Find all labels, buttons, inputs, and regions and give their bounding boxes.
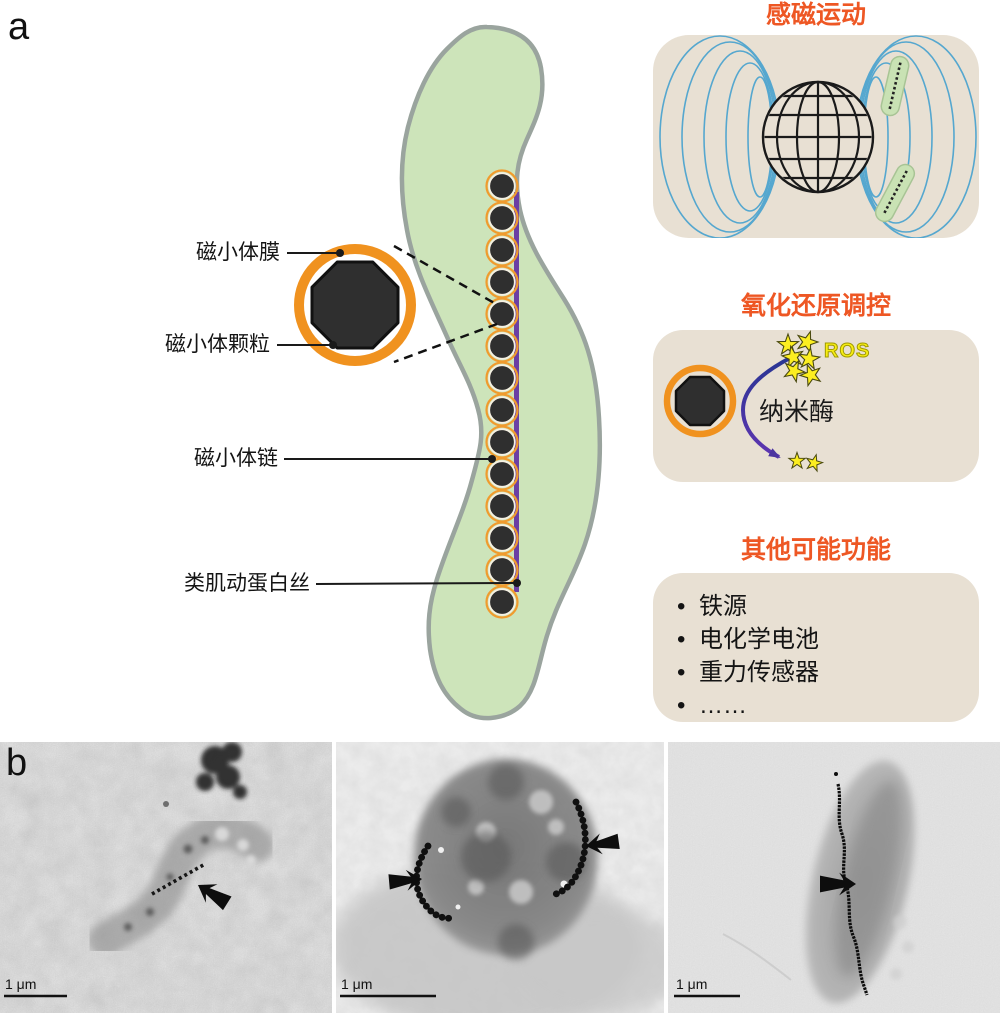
tem-micrograph-3: 1 μm [668,742,1000,1013]
nanozyme-label: 纳米酶 [759,398,835,426]
list-item: 铁源 [677,590,979,623]
leader-dots [329,249,521,587]
magnetosome-inset [294,244,416,366]
magnetosome-chains [413,798,589,922]
function-title-redox: 氧化还原调控 [740,292,891,320]
magnetosome-chain [836,783,869,996]
other-functions-panel: 铁源 电化学电池 重力传感器 …… [653,573,979,722]
bacterium-cell [414,759,598,960]
bacterium-cell [88,814,274,957]
list-item: 重力传感器 [677,656,979,689]
magnetosome-chain [151,862,206,896]
magnetosome-membrane-ring [294,244,416,366]
earth-magnetic-field-illustration [659,35,977,238]
inset-zoom-dashed-lines [393,244,498,364]
bacterium-on-field-line-icon [874,163,916,223]
redox-panel: ROS 纳米酶 [653,330,979,482]
label-magnetosome-particle: 磁小体颗粒 [165,333,270,356]
debris-blob [196,742,247,799]
bacterium-cell [805,760,915,1004]
list-item: 电化学电池 [677,623,979,656]
label-magnetosome-membrane: 磁小体膜 [196,241,280,264]
panel-b-label: b [6,742,28,784]
label-actin-filament: 类肌动蛋白丝 [184,572,310,595]
bacterium-schematic-illustration [277,24,603,721]
panel-a-label: a [8,6,30,48]
other-functions-list: 铁源 电化学电池 重力传感器 …… [653,590,979,722]
magnetotaxis-panel [653,35,979,238]
label-magnetosome-chain: 磁小体链 [194,447,278,470]
faint-filament [722,933,792,981]
reaction-arrow-icon [740,356,791,459]
ros-star-icon [776,330,825,388]
magnetosome-icon [663,364,737,438]
magnetosome-crystal-octagon [310,260,400,350]
scale-bar-label: 1 μm [676,976,707,992]
leader-lines [277,252,516,585]
nanozyme-reaction-illustration [663,330,825,473]
product-star-icon [788,451,825,473]
bacterium-on-field-line-icon [880,55,910,117]
scale-bar-label: 1 μm [5,976,36,992]
scale-bar-label: 1 μm [341,976,372,992]
ros-label: ROS [823,340,871,363]
tem-micrograph-2: 1 μm [336,742,664,1013]
function-title-magnetotaxis: 感磁运动 [765,1,866,29]
list-item: …… [677,689,979,722]
tem-micrograph-1: 1 μm [0,742,332,1013]
earth-globe-icon [761,80,875,194]
function-title-other: 其他可能功能 [740,536,891,564]
